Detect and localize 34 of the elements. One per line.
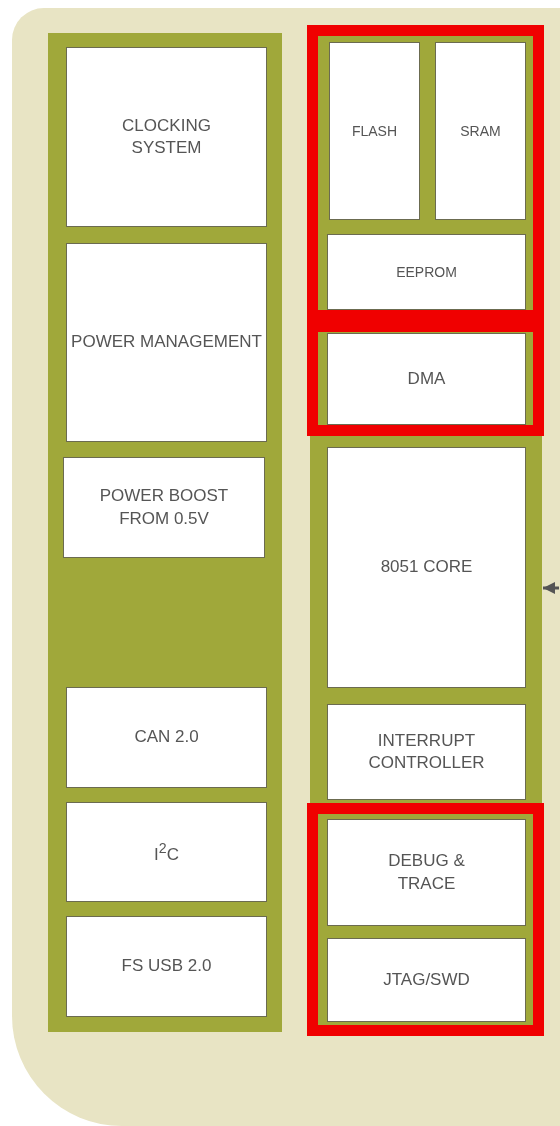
block-label: POWER MANAGEMENT: [70, 331, 263, 354]
block-label: INTERRUPT CONTROLLER: [367, 729, 486, 774]
block-box: [327, 704, 526, 800]
block-box: [66, 47, 267, 227]
block-label: I$^{2}$C: [153, 838, 180, 866]
block-box: [66, 802, 267, 902]
block-label: FLASH: [350, 121, 399, 141]
block-box: [435, 42, 526, 220]
arrow: [543, 582, 559, 594]
block-label: 8051 CORE: [379, 556, 474, 579]
block-box: [63, 457, 265, 558]
block-box: [66, 243, 267, 442]
block-box: [327, 938, 526, 1022]
block-label: FS USB 2.0: [120, 955, 213, 978]
block-box: [327, 447, 526, 688]
block-label: CLOCKING SYSTEM: [121, 114, 212, 159]
block-label: CAN 2.0: [133, 726, 200, 749]
block-label: EEPROM: [395, 262, 458, 282]
block-box: [66, 916, 267, 1017]
module-panel: [310, 436, 542, 803]
module-panel: [48, 33, 282, 1032]
block-label: POWER BOOST FROM 0.5V: [98, 485, 230, 530]
block-box: [329, 42, 420, 220]
block-label: DMA: [406, 367, 447, 390]
block-box: [327, 333, 526, 425]
block-label: SRAM: [459, 121, 502, 141]
highlight-frame: [307, 803, 544, 1036]
block-box: [327, 234, 526, 310]
block-box: [327, 819, 526, 926]
block-box: [66, 687, 267, 788]
block-label: DEBUG & TRACE: [387, 850, 466, 895]
highlight-frame: [307, 321, 544, 436]
highlight-frame: [307, 25, 544, 321]
block-label: JTAG/SWD: [382, 968, 471, 991]
